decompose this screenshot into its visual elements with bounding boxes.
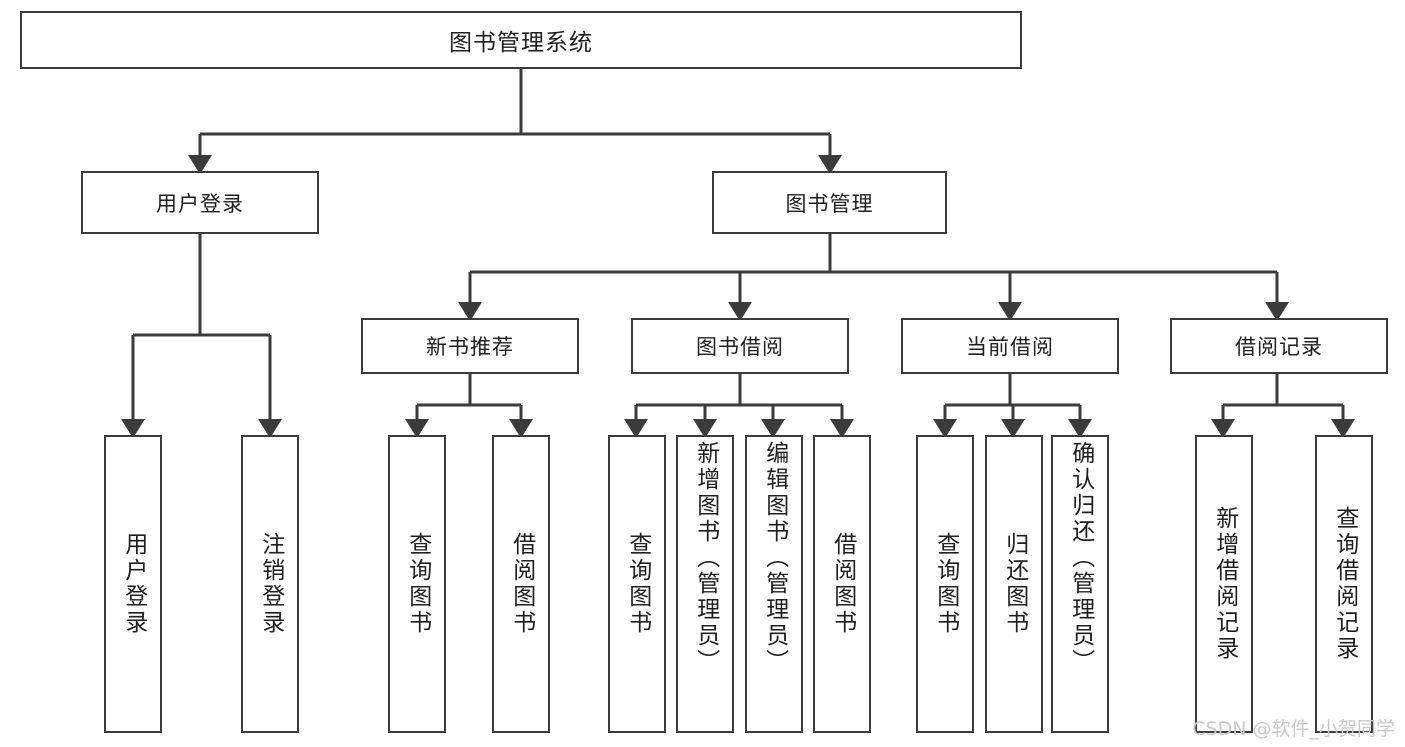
node-leaf-bw-edit-label: 编辑图书（管理员） <box>761 441 788 675</box>
node-leaf-cb-query[interactable]: 查询图书 <box>916 435 974 733</box>
node-leaf-cb-confirm-label: 确认归还（管理员） <box>1067 441 1094 675</box>
node-record[interactable]: 借阅记录 <box>1170 318 1388 374</box>
node-book-mgmt[interactable]: 图书管理 <box>712 171 947 234</box>
node-current-label: 当前借阅 <box>966 335 1054 359</box>
node-leaf-rc-query[interactable]: 查询借阅记录 <box>1315 435 1373 733</box>
node-leaf-bw-borrow[interactable]: 借阅图书 <box>813 435 871 733</box>
node-leaf-rc-add-label: 新增借阅记录 <box>1211 506 1238 662</box>
node-leaf-cb-return[interactable]: 归还图书 <box>985 435 1043 733</box>
node-root-label: 图书管理系统 <box>449 30 593 56</box>
node-leaf-cb-query-label: 查询图书 <box>932 532 959 636</box>
node-leaf-bw-add-label: 新增图书（管理员） <box>692 441 719 675</box>
node-leaf-user-login[interactable]: 用户登录 <box>104 435 162 733</box>
node-leaf-user-logout[interactable]: 注销登录 <box>241 435 299 733</box>
node-leaf-bw-query[interactable]: 查询图书 <box>608 435 666 733</box>
node-new-book[interactable]: 新书推荐 <box>361 318 579 374</box>
node-leaf-bw-borrow-label: 借阅图书 <box>829 532 856 636</box>
node-leaf-cb-confirm[interactable]: 确认归还（管理员） <box>1051 435 1109 733</box>
node-book-mgmt-label: 图书管理 <box>785 191 874 216</box>
node-leaf-bw-add[interactable]: 新增图书（管理员） <box>676 435 734 733</box>
node-borrow[interactable]: 图书借阅 <box>631 318 849 374</box>
node-leaf-bw-edit[interactable]: 编辑图书（管理员） <box>745 435 803 733</box>
node-leaf-rc-add[interactable]: 新增借阅记录 <box>1195 435 1253 733</box>
node-current[interactable]: 当前借阅 <box>901 318 1119 374</box>
node-leaf-cb-return-label: 归还图书 <box>1001 532 1028 636</box>
node-leaf-user-logout-label: 注销登录 <box>257 532 284 636</box>
watermark-text: CSDN @软件_小贺同学 <box>1192 718 1395 740</box>
node-leaf-user-login-label: 用户登录 <box>120 532 147 636</box>
node-leaf-nb-query-label: 查询图书 <box>404 532 431 636</box>
node-new-book-label: 新书推荐 <box>426 335 514 359</box>
node-leaf-nb-query[interactable]: 查询图书 <box>388 435 446 733</box>
node-user-login[interactable]: 用户登录 <box>81 171 319 234</box>
node-user-login-label: 用户登录 <box>156 191 244 216</box>
node-leaf-bw-query-label: 查询图书 <box>624 532 651 636</box>
node-leaf-rc-query-label: 查询借阅记录 <box>1331 506 1358 662</box>
node-leaf-nb-borrow-label: 借阅图书 <box>508 532 535 636</box>
node-leaf-nb-borrow[interactable]: 借阅图书 <box>492 435 550 733</box>
node-borrow-label: 图书借阅 <box>696 335 784 359</box>
node-root[interactable]: 图书管理系统 <box>20 11 1022 69</box>
node-record-label: 借阅记录 <box>1235 335 1323 359</box>
